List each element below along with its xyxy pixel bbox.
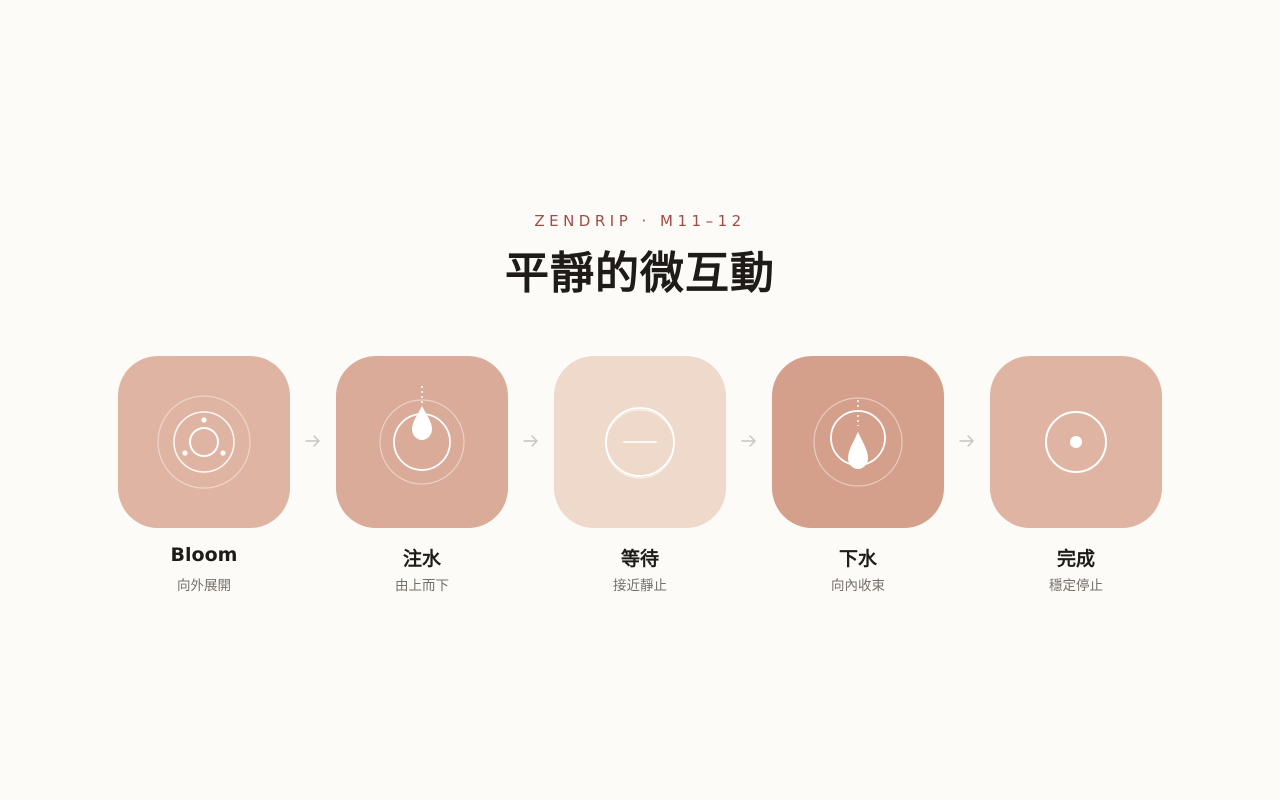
step-card-wait[interactable]: [554, 356, 726, 528]
step-sublabel: 向內收束: [831, 578, 885, 594]
step-sublabel: 由上而下: [395, 578, 449, 594]
page-title: 平靜的微互動: [505, 248, 775, 299]
step-sublabel: 穩定停止: [1049, 578, 1103, 594]
step-sublabel: 向外展開: [177, 578, 231, 594]
arrow-right-icon: [523, 435, 538, 447]
pour-drop-icon: [379, 386, 465, 485]
arrow-right-icon: [741, 435, 756, 447]
step-label: 注水: [402, 548, 441, 570]
arrow-right-icon: [305, 435, 320, 447]
step-sublabel: 接近靜止: [613, 578, 667, 594]
step-label: 完成: [1056, 548, 1095, 570]
bloom-icon: [157, 395, 251, 489]
step-label: 下水: [838, 548, 877, 570]
step-card-complete[interactable]: [990, 356, 1162, 528]
step-label: Bloom: [170, 544, 238, 566]
eyebrow-text: ZENDRIP · M11–12: [534, 212, 746, 230]
wait-circle-icon: [605, 407, 675, 479]
drain-drop-icon: [813, 397, 903, 487]
step-card-bloom[interactable]: [118, 356, 290, 528]
step-label: 等待: [620, 548, 659, 570]
arrow-right-icon: [959, 435, 974, 447]
step-card-drain[interactable]: [772, 356, 944, 528]
step-card-pour[interactable]: [336, 356, 508, 528]
complete-dot-icon: [1045, 411, 1107, 473]
